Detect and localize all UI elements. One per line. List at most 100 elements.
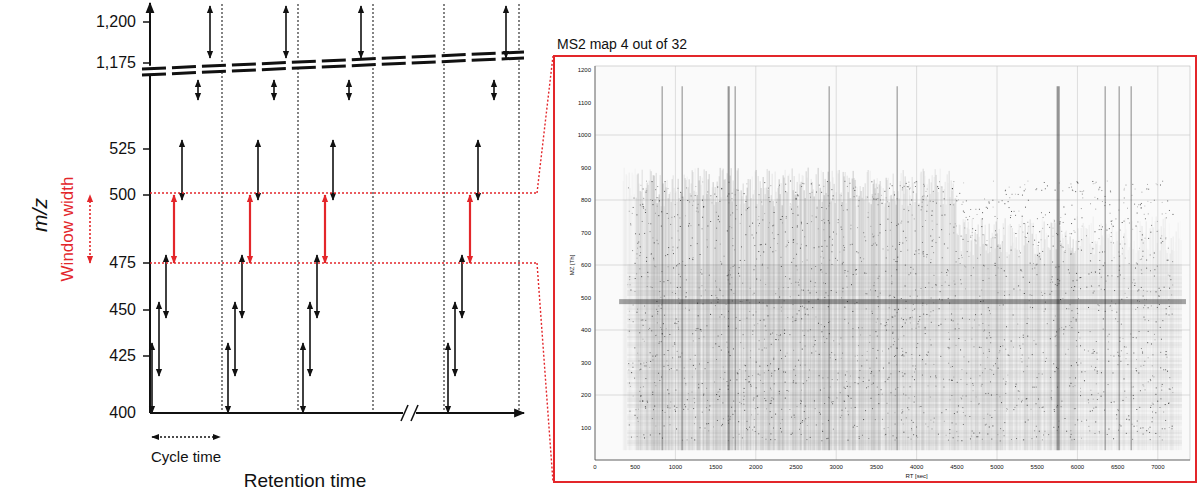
speckle [1150,232,1151,233]
speckle [675,411,676,412]
speckle [1104,410,1105,411]
speckle [1076,273,1077,274]
speckle [693,340,694,341]
speckle [1160,327,1161,328]
speckle [698,204,699,205]
signal-streak [977,234,978,450]
signal-streak [966,234,967,450]
speckle [895,389,896,390]
signal-streak [1180,221,1181,450]
speckle [1147,201,1148,202]
speckle [923,256,924,257]
speckle [1099,285,1100,286]
speckle [1086,287,1087,288]
speckle [698,315,699,316]
speckle [855,407,856,408]
speckle [872,196,873,197]
speckle [1156,291,1157,292]
speckle [902,326,903,327]
speckle [693,365,694,366]
speckle [1094,291,1095,292]
speckle [879,370,880,371]
speckle [1125,293,1126,294]
speckle [1113,438,1114,439]
speckle [667,407,668,408]
speckle [871,311,872,312]
signal-streak [777,198,778,450]
speckle [1166,351,1167,352]
speckle [637,309,638,310]
map-grid [595,395,1190,396]
speckle [1159,304,1160,305]
speckle [717,399,718,400]
speckle [995,237,996,238]
speckle [1061,327,1062,328]
speckle [814,400,815,401]
speckle [1070,430,1071,431]
speckle [982,439,983,440]
signal-streak [1021,221,1022,450]
signal-streak [862,198,863,450]
speckle [827,181,828,182]
speckle [1023,337,1024,338]
speckle [641,395,642,396]
fragment-trace [627,385,1182,386]
speckle [765,439,766,440]
speckle [1152,411,1153,412]
speckle [1097,198,1098,199]
speckle [1114,257,1115,258]
speckle [753,269,754,270]
signal-streak [1166,250,1167,450]
speckle [1092,248,1093,249]
speckle [914,372,915,373]
speckle [1117,276,1118,277]
signal-streak [1011,246,1012,451]
speckle [772,225,773,226]
speckle [1026,398,1027,399]
speckle [928,385,929,386]
speckle [925,327,926,328]
fragment-trace [627,375,1182,376]
speckle [792,213,793,214]
fragment-trace [627,343,1182,344]
speckle [762,350,763,351]
signal-streak [735,86,736,450]
signal-streak [662,86,663,450]
speckle [1120,230,1121,231]
speckle [934,418,935,419]
speckle [833,232,834,233]
window-arrow [227,343,229,413]
speckle [902,187,903,188]
speckle [688,225,689,226]
speckle [1169,377,1170,378]
speckle [732,193,733,194]
speckle [697,243,698,244]
speckle [966,395,967,396]
speckle [774,307,775,308]
speckle [846,381,847,382]
speckle [800,248,801,249]
speckle [702,181,703,182]
speckle [970,378,971,379]
speckle [800,423,801,424]
speckle [952,422,953,423]
signal-streak [690,193,691,450]
speckle [690,225,691,226]
speckle [1119,424,1120,425]
speckle [1135,268,1136,269]
speckle [1109,334,1110,335]
speckle [1140,231,1141,232]
speckle [950,367,951,368]
speckle [877,198,878,199]
speckle [954,284,955,285]
speckle [753,237,754,238]
speckle [1159,407,1160,408]
speckle [857,426,858,427]
signal-streak [1138,251,1139,451]
speckle [1039,231,1040,232]
fragment-trace [627,435,1182,436]
speckle [797,406,798,407]
speckle [804,236,805,237]
signal-streak [1055,223,1056,451]
speckle [1027,222,1028,223]
